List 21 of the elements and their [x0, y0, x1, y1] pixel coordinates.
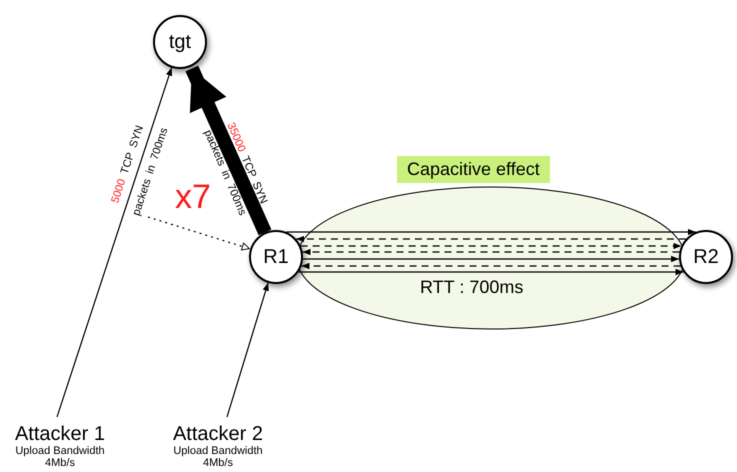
arrow	[185, 66, 272, 236]
arrow	[226, 282, 269, 418]
arrow	[296, 236, 686, 242]
arrow	[148, 216, 250, 250]
arrow	[300, 242, 682, 250]
node-title: Attacker 1	[14, 423, 106, 445]
arrow	[301, 262, 681, 270]
arrow	[302, 248, 680, 256]
node-subtitle: Upload Bandwidth 4Mb/s	[172, 445, 264, 469]
arrow	[56, 67, 172, 418]
arrow	[302, 256, 680, 262]
node-label: tgt	[168, 32, 192, 52]
edge-label: 5000 TCP SYN packets in 700ms	[108, 123, 172, 220]
node-label: R1	[263, 247, 289, 267]
edge-label: x7	[174, 179, 212, 215]
node-title: Attacker 2	[172, 423, 264, 445]
rtt-label: RTT : 700ms	[420, 276, 524, 298]
node-label: R2	[693, 247, 719, 267]
node-subtitle: Upload Bandwidth 4Mb/s	[14, 445, 106, 469]
arrow	[298, 268, 684, 276]
highlighted-label: Capacitive effect	[397, 156, 550, 183]
